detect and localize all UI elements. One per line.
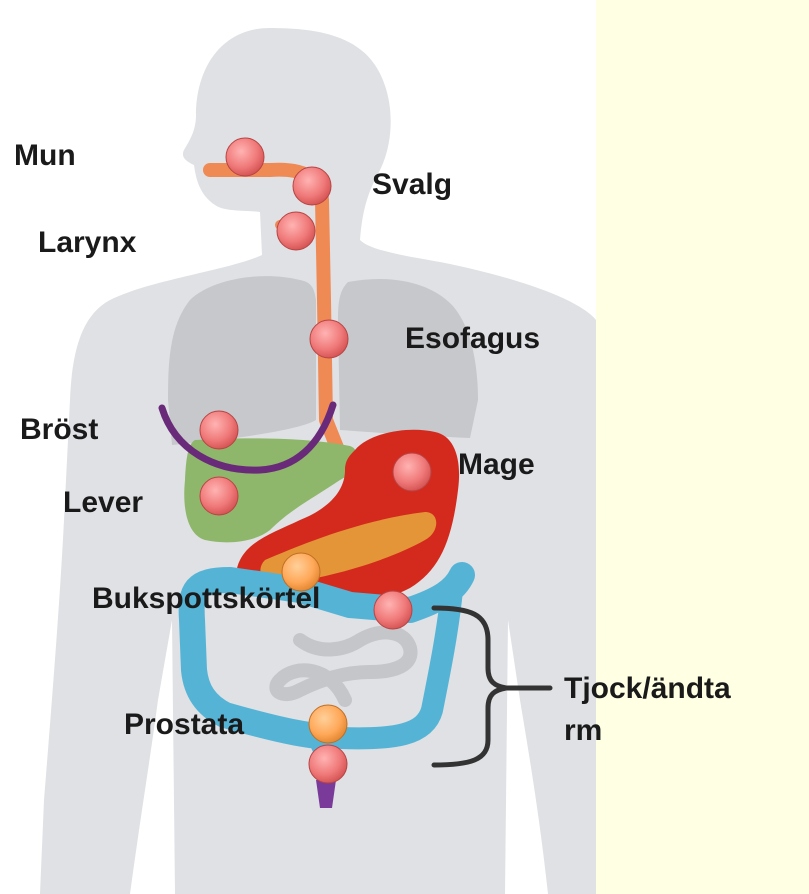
left-lung	[168, 276, 316, 445]
label-mage: Mage	[458, 450, 535, 480]
marker-andtarm	[309, 745, 347, 783]
label-lever: Lever	[63, 488, 143, 518]
marker-tjocktarm	[374, 591, 412, 629]
label-brost: Bröst	[20, 415, 98, 445]
label-mun: Mun	[14, 141, 76, 171]
marker-prostata	[309, 705, 347, 743]
marker-esofagus	[310, 320, 348, 358]
marker-brost	[200, 411, 238, 449]
marker-svalg	[293, 167, 331, 205]
label-prostata: Prostata	[124, 710, 244, 740]
label-svalg: Svalg	[372, 170, 452, 200]
marker-lever	[200, 477, 238, 515]
label-tjock-line2: rm	[564, 716, 602, 746]
marker-mun	[226, 138, 264, 176]
label-esofagus: Esofagus	[405, 324, 540, 354]
marker-mage	[393, 453, 431, 491]
marker-larynx	[277, 212, 315, 250]
label-tjock-line1: Tjock/ändta	[564, 674, 731, 704]
label-larynx: Larynx	[38, 228, 136, 258]
label-bukspottskortel: Bukspottskörtel	[92, 584, 320, 614]
